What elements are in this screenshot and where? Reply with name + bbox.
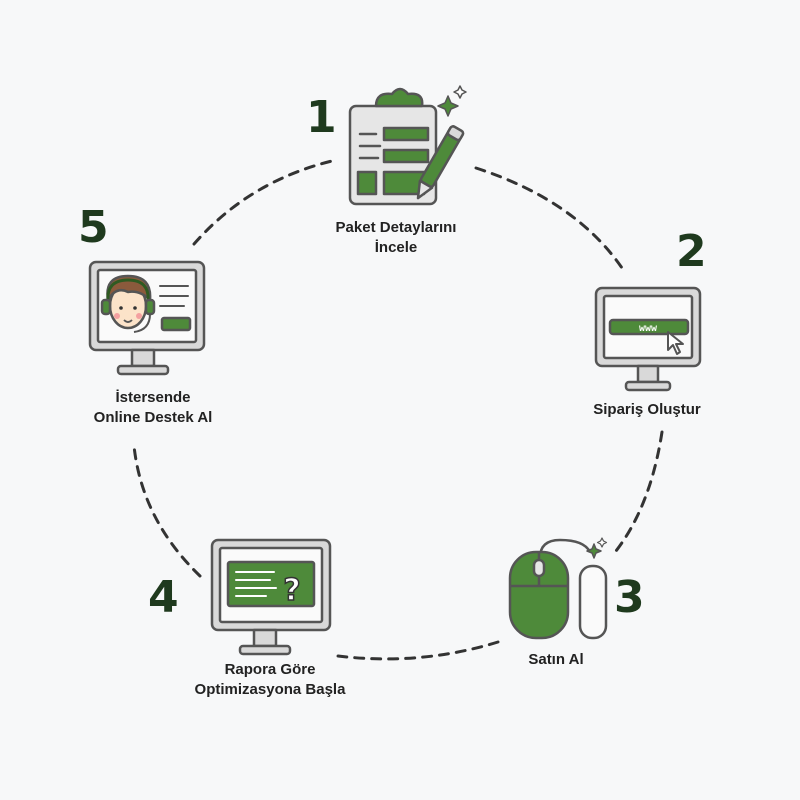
step-1-number: 1	[306, 92, 337, 143]
url-bar-text: www	[639, 324, 657, 335]
step-4-number: 4	[148, 572, 179, 623]
connector-4-5	[132, 444, 202, 578]
step-2-label: Sipariş Oluştur	[593, 401, 701, 418]
connector-2-3	[610, 430, 664, 558]
connector-5-1	[192, 158, 338, 246]
support-agent-monitor-icon	[88, 260, 206, 376]
step-3-number: 3	[614, 572, 645, 623]
step-3-label: Satın Al	[528, 651, 584, 668]
connector-1-2	[474, 166, 624, 270]
mouse-icon	[508, 537, 608, 640]
cycle-connectors	[132, 158, 664, 661]
step-4-label: Rapora Göre Optimizasyona Başla	[194, 661, 346, 698]
step-5-label: İstersende Online Destek Al	[93, 389, 213, 426]
www-monitor-icon	[594, 286, 702, 392]
report-question-mark: ?	[283, 573, 300, 608]
step-1-label: Paket Detaylarını İncele	[335, 219, 457, 256]
step-2-number: 2	[676, 226, 707, 277]
checklist-clipboard-icon	[348, 85, 467, 206]
step-5-number: 5	[78, 202, 109, 253]
connector-3-4	[336, 640, 500, 661]
report-monitor-icon	[210, 538, 332, 656]
